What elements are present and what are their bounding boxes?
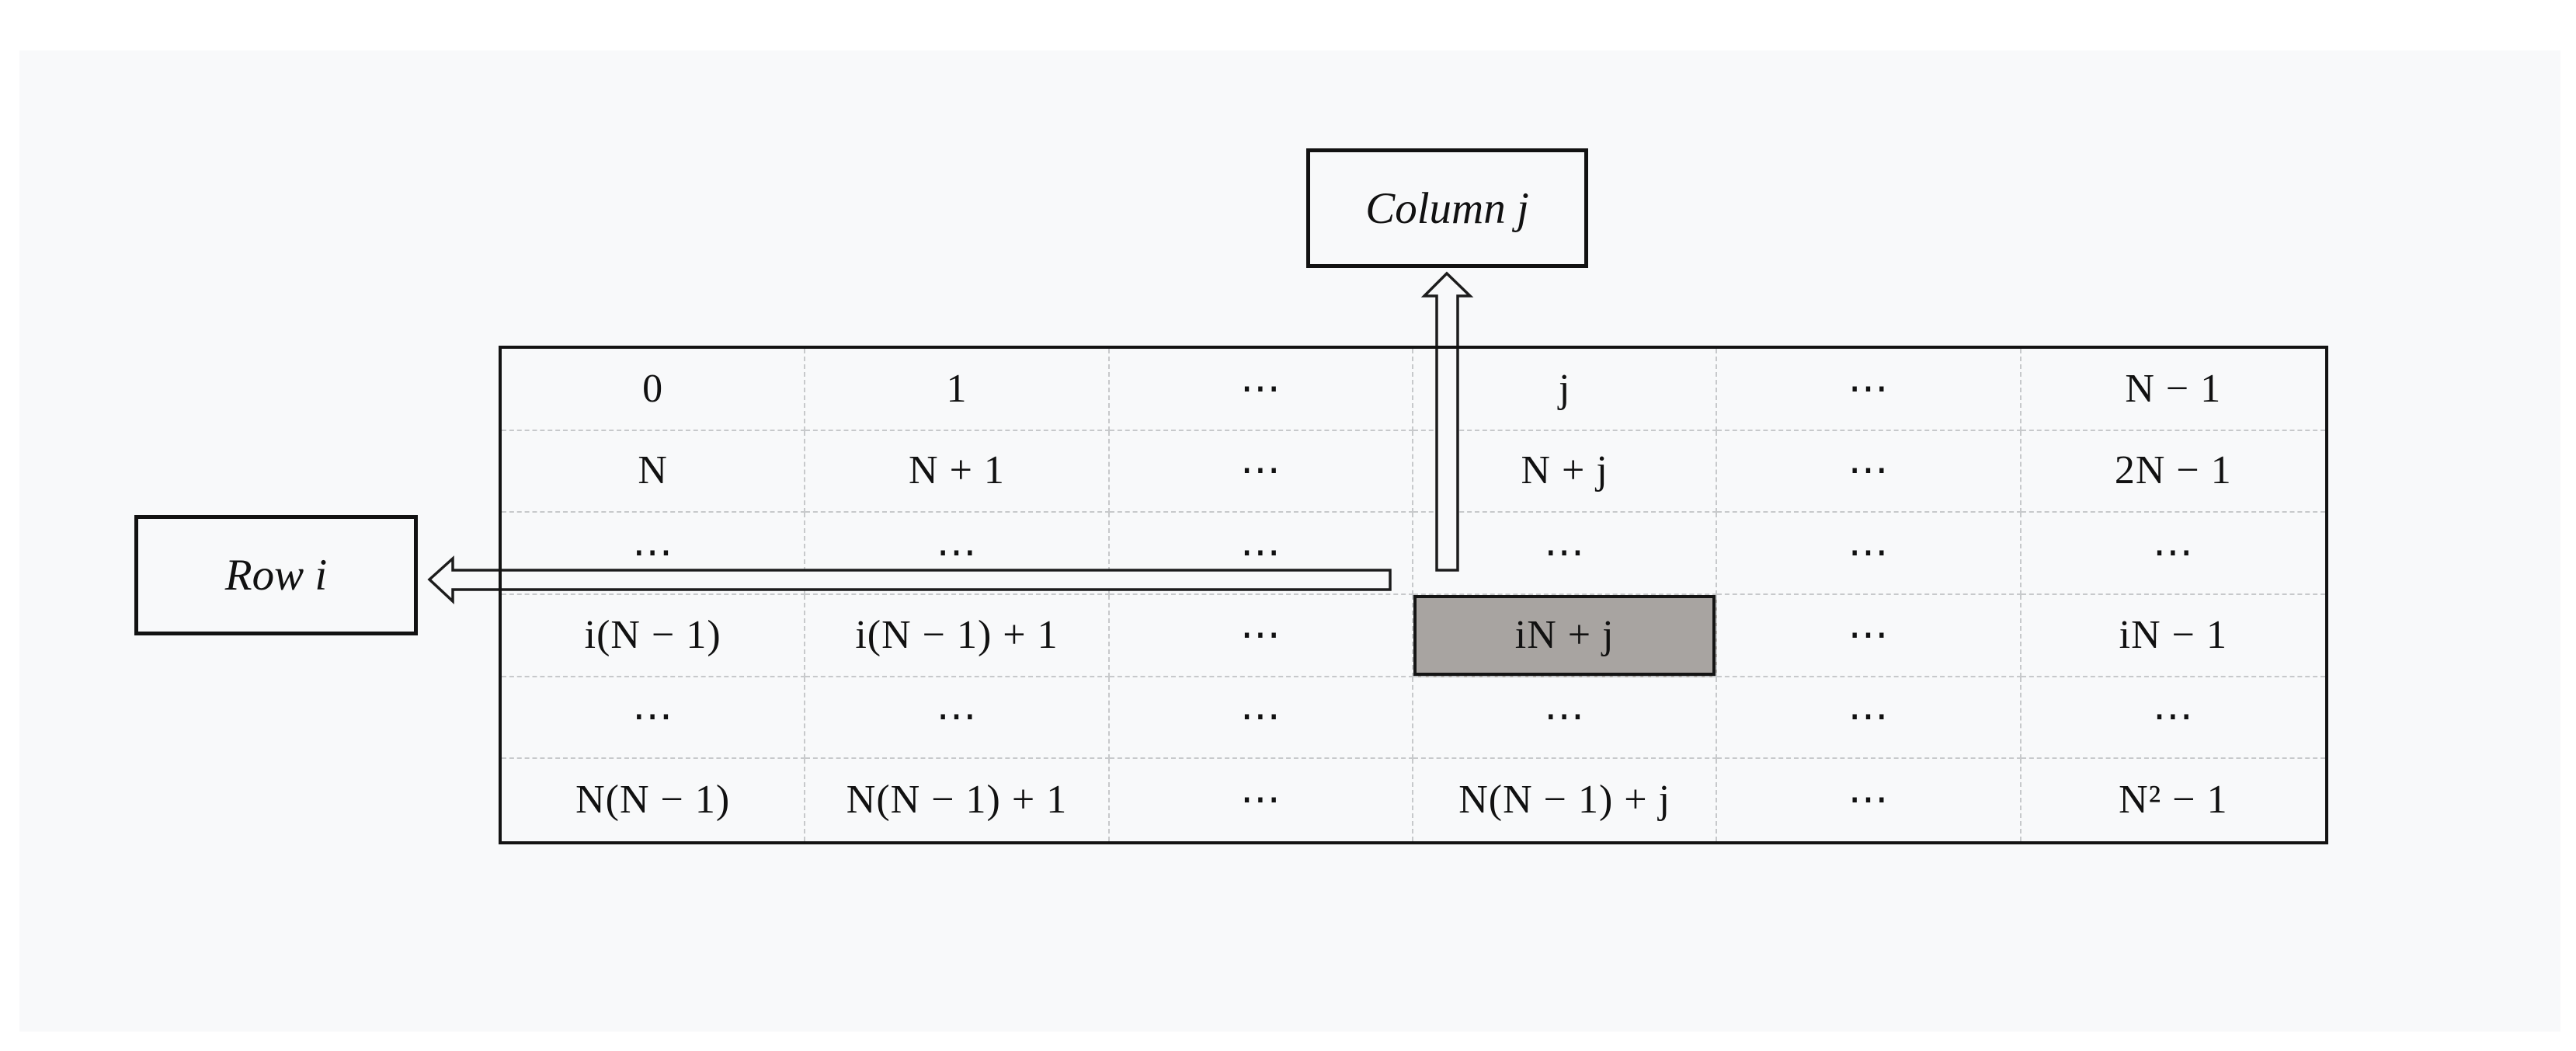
row-label: Row i	[224, 551, 328, 600]
cell-r0-c5: N − 1	[2021, 349, 2325, 431]
cell-r4-c4: ⋯	[1717, 677, 2022, 760]
cell-r3-c4: ⋯	[1717, 594, 2022, 677]
cell-r5-c5: N² − 1	[2119, 778, 2228, 823]
cell-r4-c5: ⋯	[2021, 677, 2325, 760]
cell-r4-c2: ⋯	[1109, 677, 1413, 760]
cell-r5-c1: N(N − 1) + 1	[805, 759, 1110, 841]
cell-r1-c3: N + j	[1413, 430, 1718, 513]
cell-r2-c5: ⋯	[2021, 513, 2325, 595]
cell-r1-c5: 2N − 1	[2021, 431, 2325, 513]
cell-r2-c3: ⋯	[1413, 513, 1718, 595]
cell-r1-c4: ⋯	[1717, 430, 2022, 513]
cell-r4-c1: ⋯	[805, 677, 1110, 760]
cell-r2-c4: ⋯	[1717, 513, 2022, 595]
cell-r2-c2: ⋯	[1109, 513, 1413, 595]
cell-r3-c0: i(N − 1)	[502, 594, 806, 677]
cell-r3-c2: ⋯	[1109, 594, 1413, 677]
cell-r4-c0: ⋯	[502, 677, 806, 760]
cell-r5-c4: ⋯	[1717, 759, 2022, 841]
index-matrix-table: 0 1 ⋯ j ⋯ N − 1 N N + 1 ⋯ N + j ⋯ 2N − 1…	[499, 346, 2328, 844]
cell-r1-c0: N	[502, 430, 806, 513]
cell-r3-c1: i(N − 1) + 1	[805, 594, 1110, 677]
cell-r1-c2: ⋯	[1109, 430, 1413, 513]
cell-r0-c1: 1	[805, 349, 1110, 431]
cell-r0-c0: 0	[502, 349, 806, 431]
cell-r3-c5: iN − 1	[2021, 595, 2325, 677]
highlighted-cell: iN + j	[1413, 594, 1718, 677]
cell-r4-c3: ⋯	[1413, 677, 1718, 760]
figure-panel	[19, 50, 2560, 1032]
cell-r0-c2: ⋯	[1109, 349, 1413, 431]
cell-r2-c0: ⋯	[502, 513, 806, 595]
cell-r0-c3: j	[1413, 349, 1718, 431]
cell-r0-c4: ⋯	[1717, 349, 2022, 431]
column-label: Column j	[1365, 183, 1529, 233]
cell-r5-c2: ⋯	[1110, 759, 1413, 841]
cell-r5-c0: N(N − 1)	[502, 759, 806, 841]
column-label-box: Column j	[1306, 148, 1588, 268]
cell-r1-c1: N + 1	[805, 430, 1110, 513]
cell-r5-c3: N(N − 1) + j	[1413, 759, 1718, 841]
cell-r2-c1: ⋯	[805, 513, 1110, 595]
row-label-box: Row i	[134, 515, 418, 635]
